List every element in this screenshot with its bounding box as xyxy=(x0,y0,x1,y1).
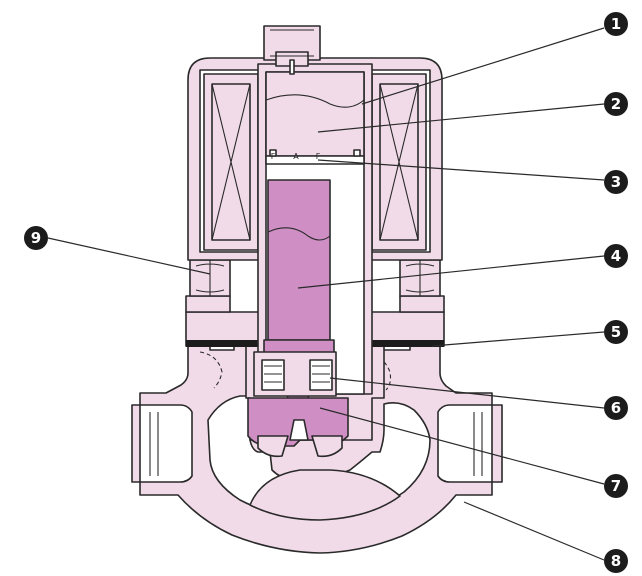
leader-9 xyxy=(47,237,211,275)
mounting-nut-right xyxy=(399,259,441,297)
callout-5: 5 xyxy=(604,320,628,344)
callout-9-marker xyxy=(24,226,48,250)
callout-6-number: 6 xyxy=(611,399,621,417)
callout-8-number: 8 xyxy=(611,552,621,570)
callout-3-marker xyxy=(604,170,628,194)
callout-1-marker xyxy=(604,12,628,36)
callout-2-marker xyxy=(604,92,628,116)
callout-3-number: 3 xyxy=(611,173,621,191)
callout-2-number: 2 xyxy=(611,95,621,113)
leader-1 xyxy=(361,27,605,105)
callout-8: 8 xyxy=(604,549,628,573)
callout-2: 2 xyxy=(604,92,628,116)
leader-7 xyxy=(319,407,605,485)
leader-6 xyxy=(329,377,605,409)
callout-4: 4 xyxy=(604,244,628,268)
shading-coil: F A F xyxy=(265,149,365,165)
callout-3: 3 xyxy=(604,170,628,194)
mounting-nut-left xyxy=(189,259,231,297)
callout-4-number: 4 xyxy=(611,247,621,265)
leader-2 xyxy=(317,103,605,133)
callout-7-number: 7 xyxy=(611,477,621,495)
callout-4-marker xyxy=(604,244,628,268)
shading-mark-1: F xyxy=(271,152,276,161)
leader-3 xyxy=(317,159,605,181)
coil-left xyxy=(203,73,259,251)
callout-1: 1 xyxy=(604,12,628,36)
shading-mark-3: F xyxy=(316,152,321,161)
fixed-core xyxy=(265,71,365,157)
callout-8-marker xyxy=(604,549,628,573)
callout-9-number: 9 xyxy=(31,229,41,247)
leader-lines xyxy=(47,27,605,561)
callout-5-number: 5 xyxy=(611,323,621,341)
callout-6: 6 xyxy=(604,396,628,420)
leader-5 xyxy=(431,331,605,347)
callout-6-marker xyxy=(604,396,628,420)
callout-7: 7 xyxy=(604,474,628,498)
leader-8 xyxy=(463,501,605,561)
callout-5-marker xyxy=(604,320,628,344)
main-valve xyxy=(247,397,349,458)
callout-7-marker xyxy=(604,474,628,498)
shading-mark-2: A xyxy=(293,152,299,161)
callout-1-number: 1 xyxy=(611,15,621,33)
callout-9: 9 xyxy=(24,226,48,250)
top-nut xyxy=(263,25,321,75)
pilot-valve xyxy=(253,351,337,397)
leader-4 xyxy=(297,255,605,289)
coil-right xyxy=(371,73,427,251)
